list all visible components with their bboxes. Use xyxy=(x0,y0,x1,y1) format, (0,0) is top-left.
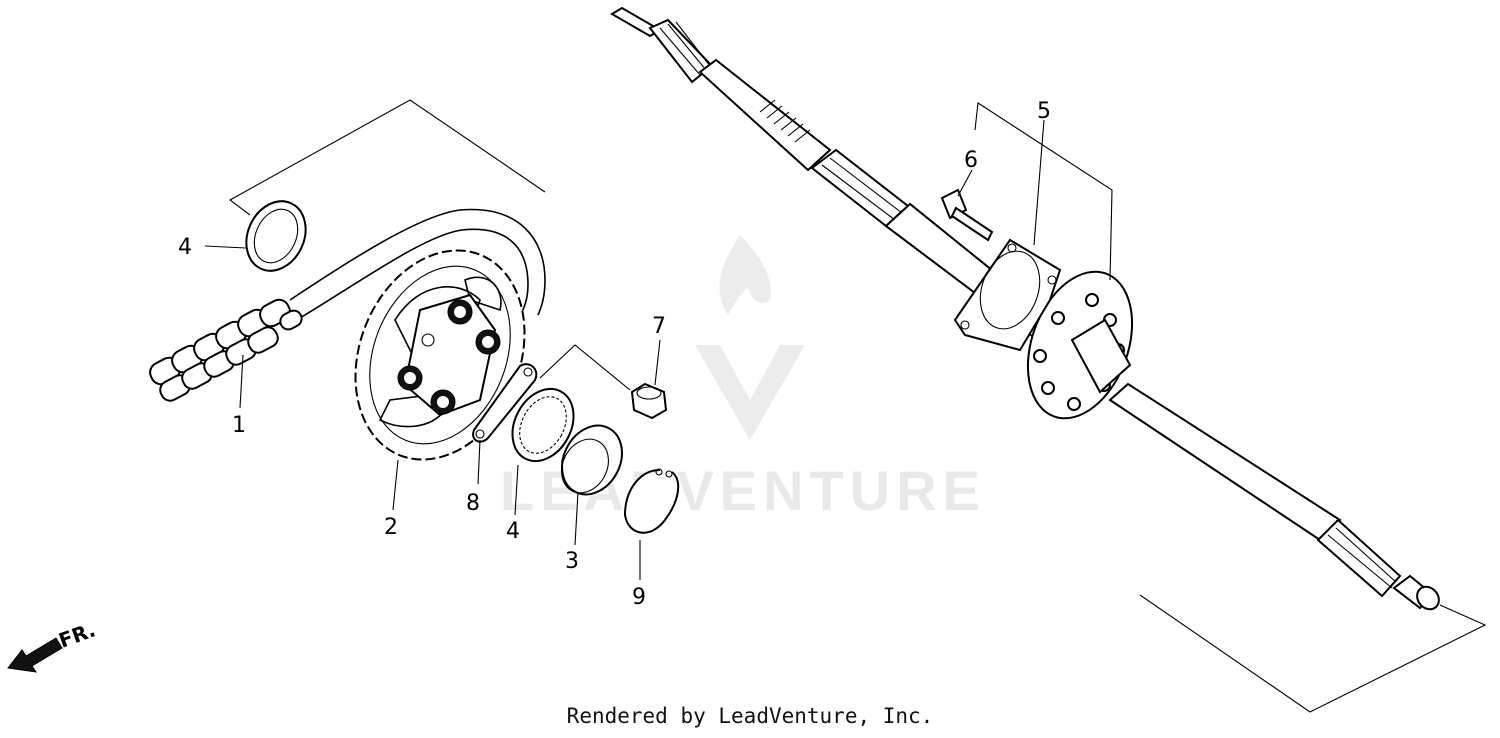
flange-nut xyxy=(630,382,668,420)
v-logo-icon xyxy=(695,345,805,440)
callout-4-left: 4 xyxy=(178,235,192,260)
callout-9: 9 xyxy=(632,585,646,610)
callout-5: 5 xyxy=(1037,99,1051,124)
front-label: FR. xyxy=(56,617,99,652)
callout-6: 6 xyxy=(964,148,978,173)
group-bracket-nut xyxy=(539,344,631,391)
flange-bolt xyxy=(940,188,994,242)
flame-logo-icon xyxy=(719,235,771,315)
front-direction-indicator: FR. xyxy=(7,617,99,673)
footer-credit: Rendered by LeadVenture, Inc. xyxy=(566,704,934,728)
oil-seal-left xyxy=(245,200,307,272)
sprocket-plate xyxy=(472,363,538,443)
leader-lines xyxy=(204,119,1045,580)
callout-1: 1 xyxy=(232,413,246,438)
group-bracket-left xyxy=(228,99,546,216)
oil-seal-right xyxy=(511,387,575,463)
hub-flange xyxy=(953,238,1062,352)
callout-2: 2 xyxy=(384,515,398,540)
callout-7: 7 xyxy=(652,314,666,339)
callout-4-right: 4 xyxy=(506,519,520,544)
group-bracket-axle xyxy=(1139,594,1487,713)
group-bracket-hub xyxy=(974,102,1113,281)
circlip xyxy=(623,468,680,534)
front-arrow-icon xyxy=(7,637,63,673)
rear-hub xyxy=(1026,270,1134,420)
drive-chain xyxy=(149,208,546,402)
collar xyxy=(560,424,623,496)
callout-8: 8 xyxy=(466,491,480,516)
callout-3: 3 xyxy=(565,549,579,574)
driven-sprocket xyxy=(354,249,526,461)
